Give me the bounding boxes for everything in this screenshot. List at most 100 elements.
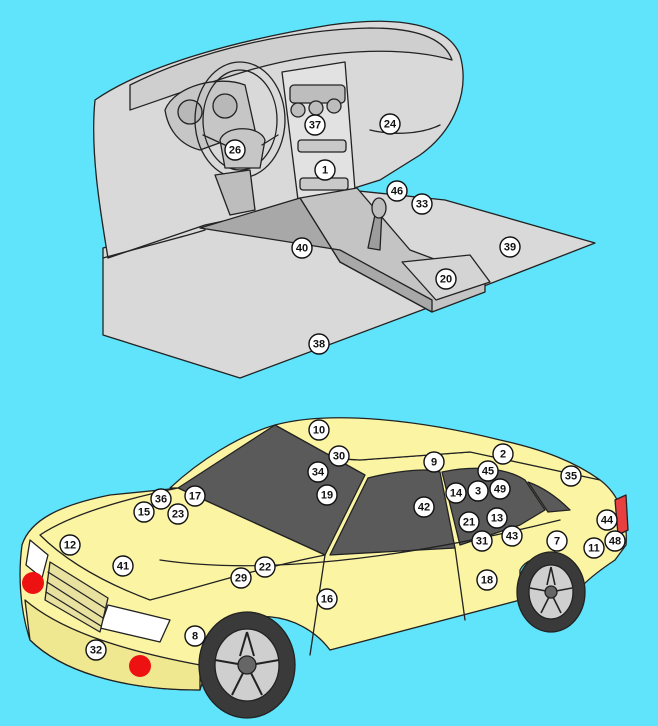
car-callout-label: 23 — [172, 509, 184, 521]
door-line-front — [309, 554, 326, 656]
interior-callout-label: 37 — [309, 120, 321, 132]
car-callout-label: 18 — [481, 575, 493, 587]
interior-callout-33: 33 — [411, 193, 433, 215]
car-callout-12: 12 — [59, 534, 81, 556]
car-callout-48: 48 — [604, 530, 626, 552]
interior-callout-label: 26 — [229, 145, 241, 157]
car-callout-label: 45 — [482, 466, 494, 478]
interior-callout-label: 38 — [313, 339, 325, 351]
car-callout-label: 32 — [90, 645, 102, 657]
car-callout-label: 2 — [500, 449, 506, 461]
car-callout-10: 10 — [308, 419, 330, 441]
car-callout-14: 14 — [445, 482, 467, 504]
car-callout-8: 8 — [184, 625, 206, 647]
car-callout-32: 32 — [85, 639, 107, 661]
interior-callout-label: 1 — [322, 165, 328, 177]
car-callout-label: 34 — [312, 467, 325, 479]
car-callout-41: 41 — [112, 555, 134, 577]
interior-callout-37: 37 — [304, 114, 326, 136]
car-callout-21: 21 — [458, 511, 480, 533]
car-callout-42: 42 — [413, 496, 435, 518]
car-callout-label: 21 — [463, 517, 475, 529]
car-callout-label: 22 — [259, 562, 271, 574]
steering-wheel-inner — [202, 69, 278, 171]
car-callout-18: 18 — [476, 569, 498, 591]
front-bumper — [24, 599, 201, 691]
car-callout-label: 31 — [476, 536, 488, 548]
console-side — [199, 197, 433, 313]
car-callout-label: 3 — [475, 486, 481, 498]
interior-illustration — [93, 20, 596, 379]
interior-callout-38: 38 — [308, 333, 330, 355]
car-callout-label: 15 — [138, 507, 150, 519]
interior-callout-1: 1 — [314, 159, 336, 181]
radio-unit — [297, 139, 347, 153]
car-callout-label: 19 — [321, 490, 333, 502]
car-callout-22: 22 — [254, 556, 276, 578]
car-callout-label: 10 — [313, 425, 325, 437]
car-callout-34: 34 — [307, 461, 329, 483]
car-callout-19: 19 — [316, 484, 338, 506]
interior-callout-46: 46 — [386, 180, 408, 202]
car-callout-9: 9 — [423, 451, 445, 473]
door-line-rear — [454, 547, 466, 621]
interior-callout-label: 46 — [391, 186, 403, 198]
car-callout-17: 17 — [184, 485, 206, 507]
car-callout-label: 29 — [235, 573, 247, 585]
car-callout-label: 35 — [565, 471, 577, 483]
rear-quarter-glass — [527, 481, 571, 513]
car-callout-label: 8 — [192, 631, 198, 643]
car-callout-label: 49 — [494, 484, 506, 496]
front-window — [329, 469, 456, 556]
car-callout-49: 49 — [489, 478, 511, 500]
rear-wheel — [516, 551, 586, 633]
car-callout-30: 30 — [328, 445, 350, 467]
car-callout-11: 11 — [583, 537, 605, 559]
interior-callout-label: 24 — [384, 119, 397, 131]
interior-callout-40: 40 — [291, 237, 313, 259]
car-illustration — [19, 417, 629, 719]
car-callout-label: 44 — [601, 515, 614, 527]
car-callout-label: 7 — [554, 536, 560, 548]
car-callout-label: 41 — [117, 561, 129, 573]
interior-callout-label: 33 — [416, 199, 428, 211]
red-marker-left — [22, 572, 44, 594]
car-callout-7: 7 — [546, 530, 568, 552]
red-marker-bumper — [129, 655, 151, 677]
interior-callout-label: 20 — [440, 274, 452, 286]
interior-callout-20: 20 — [435, 268, 457, 290]
control-knob-1 — [290, 102, 306, 118]
gear-knob — [371, 197, 387, 219]
car-callout-label: 48 — [609, 536, 621, 548]
tail-light — [614, 494, 629, 536]
interior-callouts: 24 37 26 1 46 33 40 39 20 38 — [224, 113, 521, 355]
car-callout-label: 36 — [155, 494, 167, 506]
car-callout-label: 13 — [491, 513, 503, 525]
car-callout-label: 11 — [588, 543, 600, 555]
car-callout-43: 43 — [501, 525, 523, 547]
interior-callout-label: 39 — [504, 242, 516, 254]
car-callout-44: 44 — [596, 509, 618, 531]
car-callout-label: 43 — [506, 531, 518, 543]
car-callout-label: 14 — [450, 488, 463, 500]
interior-callout-24: 24 — [379, 113, 401, 135]
car-callout-23: 23 — [167, 503, 189, 525]
interior-callout-label: 40 — [296, 243, 308, 255]
car-callout-label: 30 — [333, 451, 345, 463]
car-callout-29: 29 — [230, 567, 252, 589]
car-callout-31: 31 — [471, 530, 493, 552]
interior-callout-26: 26 — [224, 139, 246, 161]
car-callout-label: 42 — [418, 502, 430, 514]
gauge-left — [177, 99, 203, 125]
car-callout-label: 16 — [321, 594, 333, 606]
control-knob-2 — [308, 100, 324, 116]
car-callout-45: 45 — [477, 460, 499, 482]
car-callout-13: 13 — [486, 507, 508, 529]
steering-column — [214, 169, 256, 216]
gauge-right — [212, 93, 238, 119]
car-callout-15: 15 — [133, 501, 155, 523]
interior-callout-39: 39 — [499, 236, 521, 258]
car-callout-36: 36 — [150, 488, 172, 510]
